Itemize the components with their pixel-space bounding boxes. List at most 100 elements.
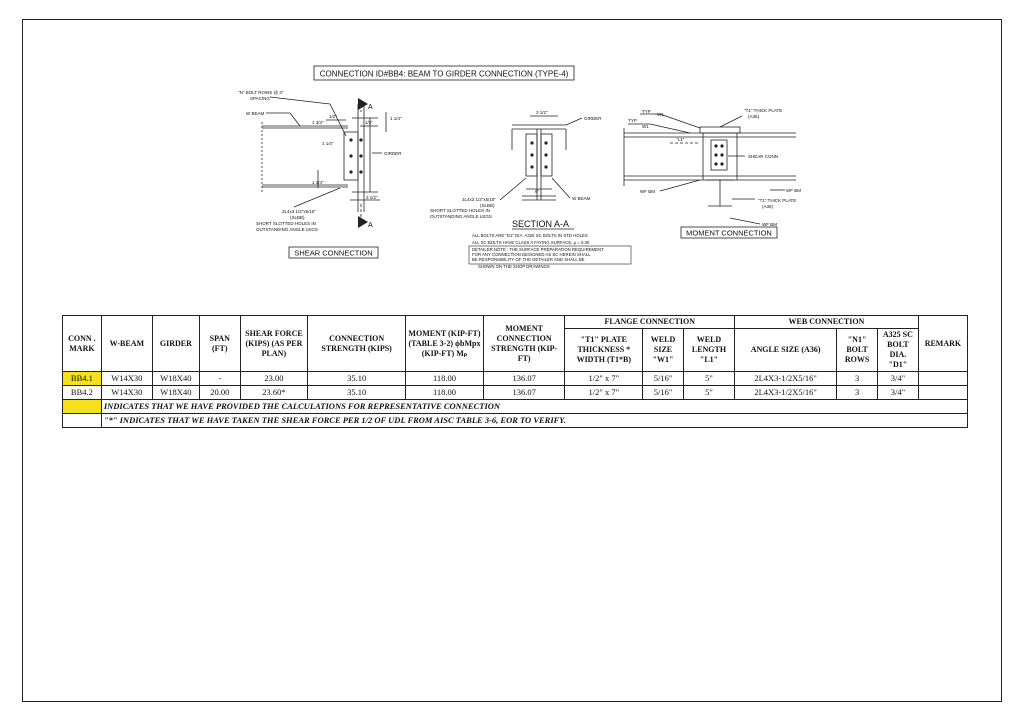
table-row: BB4.2 W14X30 W18X40 20.00 23.60* 35.10 1… <box>62 385 969 400</box>
moment-connection-bolts <box>714 144 724 166</box>
section-notes: ALL BOLTS ARE "D1" DIA. A325 SC BOLTS IN… <box>472 233 604 269</box>
header-moment-connection-strength: MOMENT CONNECTION STRENGTH (KIP-FT) <box>482 315 566 372</box>
section-a-a-bolts <box>530 141 548 169</box>
shear-connection-bolts <box>349 98 368 228</box>
svg-text:WF BM: WF BM <box>762 222 777 227</box>
svg-text:2L4x3 1/2"x5/16": 2L4x3 1/2"x5/16" <box>462 197 496 202</box>
connection-schedule-table: CONN . MARK W-BEAM GIRDER SPAN (FT) SHEA… <box>62 315 969 428</box>
svg-text:(SLBB): (SLBB) <box>480 203 495 208</box>
svg-text:SHOWN ON THE SHOP DRAWINGS: SHOWN ON THE SHOP DRAWINGS <box>478 264 550 269</box>
svg-text:ALL SC BOLTS HAVE CLASS A FAYI: ALL SC BOLTS HAVE CLASS A FAYING SURFACE… <box>472 240 590 245</box>
cell-angle: 2L4X3-1/2X5/16" <box>734 385 838 400</box>
svg-text:SHORT SLOTTED HOLES IN: SHORT SLOTTED HOLES IN <box>256 221 316 226</box>
svg-text:1/2": 1/2" <box>329 114 337 119</box>
moment-connection-view <box>623 113 796 225</box>
header-girder: GIRDER <box>151 315 200 372</box>
cell-moment: 118.00 <box>405 385 484 400</box>
svg-text:1 1/4": 1 1/4" <box>322 141 334 146</box>
header-plate: "T1" PLATE THICKNESS * WIDTH (T1*B) <box>564 328 644 372</box>
svg-text:(SLBB): (SLBB) <box>290 215 305 220</box>
svg-text:"T1" THICK PLATE: "T1" THICK PLATE <box>758 198 796 203</box>
svg-text:SPACING: SPACING <box>250 96 270 101</box>
svg-text:TYP: TYP <box>628 118 637 123</box>
cell-bolt-dia: 3/4" <box>877 385 919 400</box>
cell-weld-size: 5/16" <box>642 371 684 386</box>
cell-conn-strength: 35.10 <box>307 385 407 400</box>
detailer-note-frame <box>468 245 632 265</box>
moment-connection-labels: TYP W1 TYP W1 "T1" THICK PLATE (A36) "L1… <box>628 108 801 227</box>
svg-text:1 3/4": 1 3/4" <box>312 120 324 125</box>
cell-remark <box>917 385 969 400</box>
header-weld-length: WELD LENGTH "L1" <box>682 328 736 372</box>
svg-text:FOR ANY CONNECTION DESIGNED AS: FOR ANY CONNECTION DESIGNED AS SC HEREIN… <box>472 252 591 257</box>
svg-text:SHORT SLOTTED HOLES IN: SHORT SLOTTED HOLES IN <box>430 208 490 213</box>
svg-text:W BEAM: W BEAM <box>572 196 591 201</box>
svg-text:A: A <box>368 104 373 111</box>
svg-text:1 3/4": 1 3/4" <box>312 180 324 185</box>
svg-text:6": 6" <box>535 189 540 194</box>
shear-connection-labels: "N" BOLT ROWS @ 3" SPACING W BEAM 1/2" 1… <box>238 90 402 232</box>
cell-shear: 23.60* <box>239 385 309 400</box>
svg-text:W1: W1 <box>657 112 664 117</box>
table-row: BB4.1 W14X30 W18X40 - 23.00 35.10 118.00… <box>62 371 969 386</box>
cell-span: - <box>198 371 241 386</box>
svg-text:SHEAR CONN: SHEAR CONN <box>748 154 778 159</box>
svg-text:GIRDER: GIRDER <box>584 116 602 121</box>
header-shear-force: SHEAR FORCE (KIPS) (AS PER PLAN) <box>239 315 309 372</box>
cell-beam: W14X30 <box>100 385 153 400</box>
shear-connection-caption: SHEAR CONNECTION <box>294 249 372 258</box>
moment-connection-caption: MOMENT CONNECTION <box>686 229 772 238</box>
svg-text:"L1": "L1" <box>676 137 685 142</box>
header-bolt-rows: "N1" BOLT ROWS <box>836 328 878 372</box>
cell-angle: 2L4X3-1/2X5/16" <box>734 371 838 386</box>
shear-connection-view <box>261 96 387 226</box>
cell-bolt-rows: 3 <box>836 385 878 400</box>
svg-text:(A36): (A36) <box>762 204 774 209</box>
svg-text:1/2": 1/2" <box>365 120 373 125</box>
cell-plate: 1/2" x 7" <box>564 371 644 386</box>
blank-swatch <box>62 413 102 428</box>
cell-conn-strength: 35.10 <box>307 371 407 386</box>
cell-bolt-rows: 3 <box>836 371 878 386</box>
header-connection-strength: CONNECTION STRENGTH (KIPS) <box>307 315 407 372</box>
cell-plate: 1/2" x 7" <box>564 385 644 400</box>
cell-girder: W18X40 <box>151 371 200 386</box>
header-weld-size: WELD SIZE "W1" <box>642 328 684 372</box>
connection-drawings: CONNECTION ID#BB4: BEAM TO GIRDER CONNEC… <box>238 65 801 269</box>
cell-shear: 23.00 <box>239 371 309 386</box>
cell-moment: 118.00 <box>405 371 484 386</box>
shear-caption-frame <box>288 246 379 259</box>
cell-weld-size: 5/16" <box>642 385 684 400</box>
highlight-swatch <box>62 399 102 414</box>
section-a-a-labels: 3 1/2" GIRDER 2L4x3 1/2"x5/16" (SLBB) SH… <box>430 110 602 219</box>
svg-text:ALL BOLTS ARE "D1" DIA. A325 S: ALL BOLTS ARE "D1" DIA. A325 SC BOLTS IN… <box>472 233 588 238</box>
svg-text:DETAILER NOTE : THE SURFACE PR: DETAILER NOTE : THE SURFACE PREPARATION … <box>472 247 604 252</box>
cell-mark: BB4.1 <box>62 371 102 386</box>
svg-text:W BEAM: W BEAM <box>246 111 265 116</box>
cell-girder: W18X40 <box>151 385 200 400</box>
svg-text:2L4x3 1/2"x5/16": 2L4x3 1/2"x5/16" <box>282 209 316 214</box>
cell-bolt-dia: 3/4" <box>877 371 919 386</box>
svg-text:WF BM: WF BM <box>786 188 801 193</box>
header-angle-size: ANGLE SIZE (A36) <box>734 328 838 372</box>
svg-text:3 1/2": 3 1/2" <box>366 195 378 200</box>
drawing-title: CONNECTION ID#BB4: BEAM TO GIRDER CONNEC… <box>320 70 569 79</box>
note-representative: INDICATES THAT WE HAVE PROVIDED THE CALC… <box>100 399 969 414</box>
note-row-asterisk: "*" INDICATES THAT WE HAVE TAKEN THE SHE… <box>62 413 969 428</box>
svg-text:BE RESPONSIBILITY OF THE DETAI: BE RESPONSIBILITY OF THE DETAILER AND SH… <box>472 257 585 262</box>
svg-text:W1: W1 <box>642 124 649 129</box>
svg-text:WF BM: WF BM <box>640 189 655 194</box>
svg-text:1 1/4": 1 1/4" <box>390 116 402 121</box>
cell-beam: W14X30 <box>100 371 153 386</box>
title-frame <box>313 65 575 81</box>
svg-text:(A36): (A36) <box>748 114 760 119</box>
header-w-beam: W-BEAM <box>100 315 153 372</box>
header-moment: MOMENT (KIP-FT) (TABLE 3-2) ϕbMpx (KIP-F… <box>405 315 484 372</box>
header-span: SPAN (FT) <box>198 315 241 372</box>
header-web-connection: WEB CONNECTION <box>734 315 919 329</box>
note-asterisk: "*" INDICATES THAT WE HAVE TAKEN THE SHE… <box>100 413 969 428</box>
cell-weld-length: 5" <box>682 385 736 400</box>
drawing-sheet-border <box>22 19 1002 702</box>
section-a-a-caption: SECTION A-A <box>512 219 569 229</box>
cell-span: 20.00 <box>198 385 241 400</box>
